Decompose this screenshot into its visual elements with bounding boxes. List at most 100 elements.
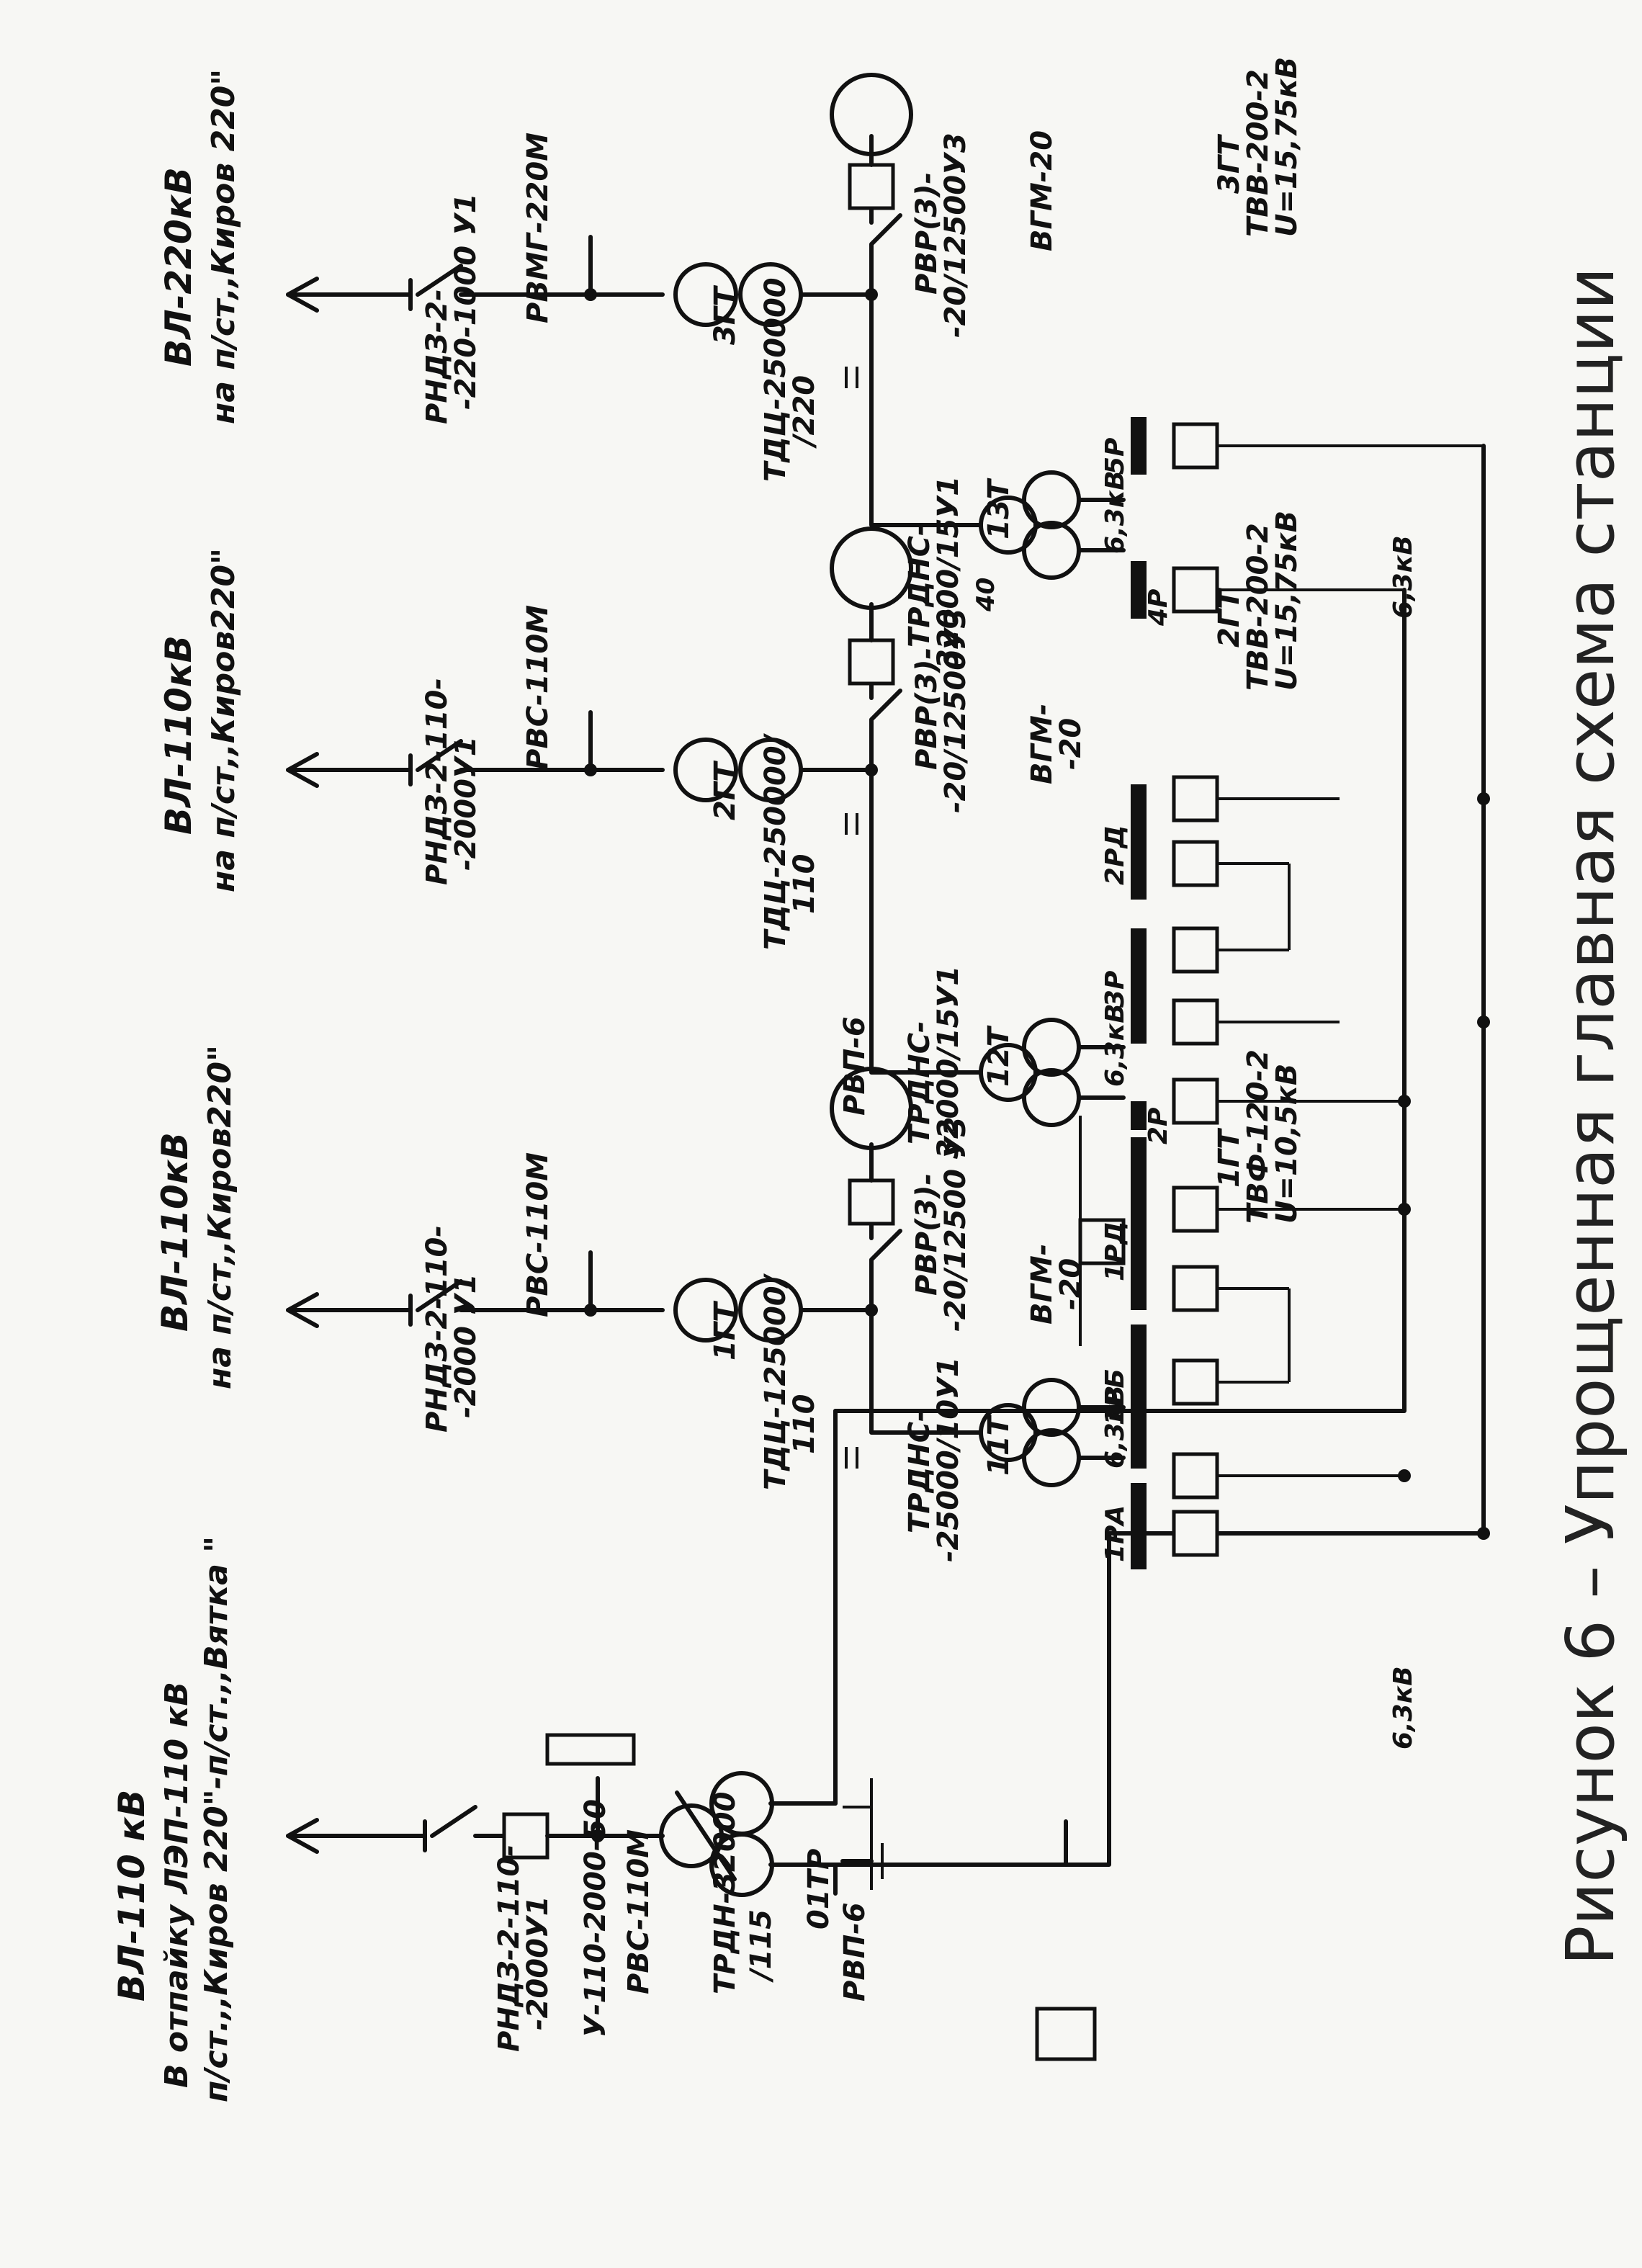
generator-type: ТВВ-200-2 bbox=[1242, 523, 1275, 691]
aux-trafo-label: ТРДНС- bbox=[903, 524, 936, 647]
generator-type: ТВФ-120-2 bbox=[1242, 1049, 1275, 1224]
section-voltage: 6,3кВ bbox=[1100, 1385, 1130, 1469]
line-title: ВЛ-110кВ bbox=[158, 635, 199, 835]
aux-trafo-name: 12Т bbox=[982, 1025, 1015, 1087]
bay-3 bbox=[286, 526, 1126, 1127]
gen-disconnector-label: РВР(3)- bbox=[910, 1173, 943, 1296]
section-bar bbox=[1131, 928, 1147, 1044]
gen-breaker-label-2: -20 bbox=[1054, 1258, 1087, 1310]
disconnector-label: РНДЗ-2-110- bbox=[421, 678, 454, 885]
line-subtitle: на п/ст,,Киров220" bbox=[205, 548, 242, 892]
generator-voltage: U=15,75кВ bbox=[1270, 57, 1304, 237]
gen-breaker-label-2: -20 bbox=[1054, 718, 1087, 770]
line-title: ВЛ-110 кВ bbox=[111, 1790, 153, 2002]
transformer-label: ТДЦ-250000/ bbox=[759, 732, 792, 950]
breaker-label: У-110-2000-50 bbox=[579, 1799, 612, 2038]
transformer-label-2: 110 bbox=[788, 1394, 821, 1455]
gen-disconnector-label: РВР(3)- bbox=[910, 647, 943, 770]
generator-type: ТВВ-200-2 bbox=[1242, 69, 1275, 237]
line-header-3: ВЛ-110кВ на п/ст,,Киров220" bbox=[158, 548, 242, 892]
line-header-4: ВЛ-220кВ на п/ст,,Киров 220" bbox=[158, 69, 242, 424]
gen-disconnector-label-2: -20/12500У3 bbox=[939, 608, 972, 813]
section-bar bbox=[1131, 417, 1147, 475]
generator-voltage: U=15,75кВ bbox=[1270, 511, 1304, 691]
handwritten-note: 40 bbox=[972, 578, 1000, 612]
bay-4 bbox=[286, 73, 1126, 580]
section-label: 1РБ bbox=[1100, 1368, 1130, 1425]
aux-trafo-name: 13Т bbox=[982, 478, 1015, 539]
trafo-name: 01ТР bbox=[802, 1849, 835, 1929]
arrester-label: РВМГ-220М bbox=[521, 133, 555, 323]
aux-trafo-name: 11Т bbox=[982, 1414, 1015, 1476]
section-voltage: 6,3кВ bbox=[1100, 470, 1130, 554]
gen-disconnector-label-2: -20/12500 У3 bbox=[939, 1116, 972, 1332]
bay-1 bbox=[286, 1409, 1486, 2061]
generator-voltage: U=10,5кВ bbox=[1270, 1064, 1304, 1224]
reserve-buses bbox=[833, 444, 1490, 1540]
bay-3-sections bbox=[1131, 775, 1404, 1130]
generator-name: 1ГТ bbox=[1213, 1128, 1246, 1188]
aux-trafo-label-2: 32000/15У1 bbox=[932, 476, 965, 669]
section-label: 5Р bbox=[1100, 438, 1130, 475]
aux-box bbox=[1035, 2007, 1097, 2061]
trafo-name: 3ГТ bbox=[709, 285, 742, 345]
aux-trafo-label: ТРДНС- bbox=[903, 1409, 936, 1533]
section-label: 1РД bbox=[1100, 1222, 1130, 1282]
section-voltage: 6,3кВ bbox=[1100, 1003, 1130, 1087]
transformer-label-2: /115 bbox=[745, 1909, 778, 1983]
bay-2 bbox=[286, 1067, 1126, 1487]
generator-2-symbol bbox=[830, 526, 913, 610]
figure-caption: Рисунок 6 – Упрощенная главная схема ста… bbox=[1552, 267, 1629, 1966]
line-subtitle: на п/ст,,Киров220" bbox=[202, 1045, 238, 1389]
transformer-label: ТДЦ-125000/ bbox=[759, 1273, 792, 1490]
trafo-name: 1ГТ bbox=[709, 1301, 742, 1361]
disconnector-label-2: -220-1000 У1 bbox=[449, 193, 483, 410]
disconnector-label-2: -2000У1 bbox=[449, 736, 483, 871]
bay-2-sections bbox=[1131, 1137, 1404, 1569]
bay-4-sections bbox=[1131, 417, 1484, 619]
section-bar bbox=[1131, 1137, 1147, 1310]
gen-breaker-label: ВГМ- bbox=[1026, 1244, 1059, 1325]
aux-trafo-label: ТРДНС- bbox=[903, 1021, 936, 1144]
disconnector-label-2: -2000У1 bbox=[521, 1896, 555, 2030]
section-bar bbox=[1131, 1483, 1147, 1569]
section-bar bbox=[1131, 561, 1147, 619]
arrester-label: РВС-110М bbox=[521, 1152, 555, 1317]
line-header-2: ВЛ-110кВ на п/ст,,Киров220" bbox=[154, 1045, 238, 1389]
disconnector-label: РНДЗ-2-110- bbox=[493, 1845, 526, 2052]
transformer-label: ТДЦ-250000 bbox=[759, 277, 792, 482]
arrester-lv-label-2: РВП-6 bbox=[838, 1016, 871, 1116]
gen-breaker-label: ВГМ-20 bbox=[1026, 130, 1059, 251]
aux-trafo-label-2: 32000/15У1 bbox=[932, 966, 965, 1159]
section-label: 4Р bbox=[1144, 589, 1173, 627]
section-label: 3Р bbox=[1100, 971, 1130, 1008]
line-header-1: ВЛ-110 кВ В отпайку ЛЭП-110 кВ п/ст.,,Ки… bbox=[111, 1536, 235, 2102]
disconnector-label: РНДЗ-2-110- bbox=[421, 1225, 454, 1433]
gen-breaker-label: ВГМ- bbox=[1026, 704, 1059, 784]
aux-trafo-label-2: -25000/10У1 bbox=[932, 1357, 965, 1562]
section-label: 2Р bbox=[1144, 1108, 1173, 1144]
disconnector-label: РНДЗ-2- bbox=[421, 289, 454, 424]
transformer-label-2: /220 bbox=[788, 375, 821, 449]
line-title: ВЛ-110кВ bbox=[154, 1132, 196, 1332]
arrester-label: РВС-110М bbox=[622, 1829, 655, 1994]
bus-voltage-label: 6,3кВ bbox=[1388, 1666, 1418, 1749]
gen-disconnector-label-2: -20/12500У3 bbox=[939, 133, 972, 338]
gen-disconnector-label: РВР(3)- bbox=[910, 172, 943, 295]
line-subtitle-2: п/ст.,,Киров 220"-п/ст.,,Вятка " bbox=[198, 1536, 235, 2102]
transformer-label-2: 110 bbox=[788, 854, 821, 915]
arrester-label: РВС-110М bbox=[521, 605, 555, 770]
section-bar bbox=[1131, 784, 1147, 900]
section-bar bbox=[1131, 1101, 1147, 1130]
section-bar bbox=[1131, 1325, 1147, 1469]
line-subtitle: В отпайку ЛЭП-110 кВ bbox=[158, 1682, 195, 2088]
line-subtitle: на п/ст,,Киров 220" bbox=[205, 69, 242, 424]
section-label: 2РД bbox=[1100, 825, 1130, 886]
transformer-label: ТРДН-32000 bbox=[709, 1792, 742, 1994]
line-title: ВЛ-220кВ bbox=[158, 167, 199, 367]
trafo-name: 2ГТ bbox=[709, 761, 742, 820]
generator-name: 3ГТ bbox=[1213, 134, 1246, 194]
generator-3-symbol bbox=[830, 73, 913, 156]
